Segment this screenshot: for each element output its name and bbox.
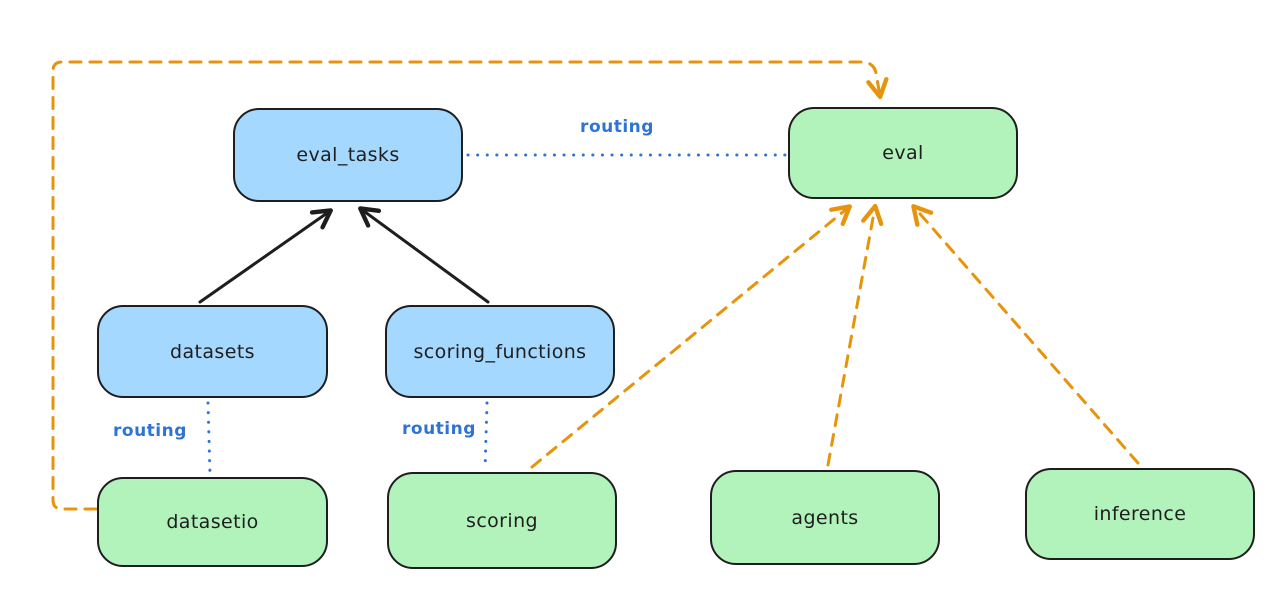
edge-agents-to-eval bbox=[826, 203, 884, 467]
node-eval-tasks: eval_tasks bbox=[233, 108, 463, 202]
node-scoring-functions-label: scoring_functions bbox=[413, 340, 587, 363]
node-datasetio-label: datasetio bbox=[166, 511, 259, 533]
node-scoring-functions: scoring_functions bbox=[385, 305, 615, 398]
edge-inference-to-eval bbox=[911, 204, 1140, 465]
node-scoring: scoring bbox=[387, 472, 617, 569]
edge-label-routing-datasets-datasetio: routing bbox=[113, 421, 187, 441]
node-datasets-label: datasets bbox=[170, 340, 255, 363]
node-eval: eval bbox=[788, 107, 1018, 199]
edge-label-routing-scoring-functions-scoring: routing bbox=[402, 419, 476, 439]
node-scoring-label: scoring bbox=[466, 509, 538, 532]
edge-datasets-to-datasetio bbox=[206, 401, 212, 476]
edge-scoring-to-eval bbox=[530, 204, 852, 469]
node-agents: agents bbox=[710, 470, 940, 565]
node-inference: inference bbox=[1025, 468, 1255, 560]
edge-scoring-functions-to-eval-tasks bbox=[358, 206, 490, 304]
edge-datasetio-to-eval bbox=[51, 60, 889, 511]
node-agents-label: agents bbox=[791, 506, 859, 529]
edge-label-routing-eval-tasks-eval: routing bbox=[580, 117, 654, 137]
node-eval-tasks-label: eval_tasks bbox=[296, 144, 400, 166]
node-eval-label: eval bbox=[882, 142, 924, 164]
node-datasets: datasets bbox=[97, 305, 328, 398]
edge-datasets-to-eval-tasks bbox=[198, 208, 333, 304]
node-datasetio: datasetio bbox=[97, 477, 328, 567]
edge-scoring-functions-to-scoring bbox=[483, 401, 489, 472]
node-inference-label: inference bbox=[1093, 503, 1187, 525]
